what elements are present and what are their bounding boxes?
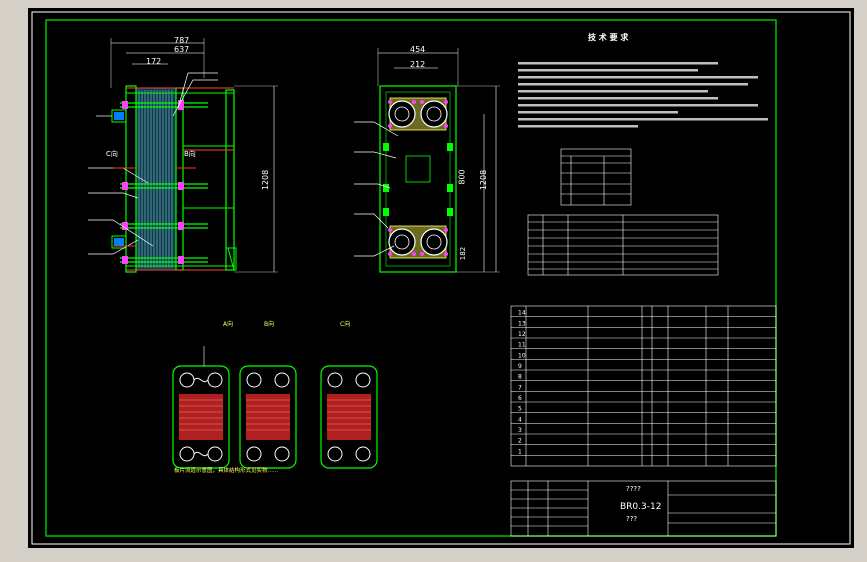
dim-height: 1208 <box>261 169 271 191</box>
dim-port-offset: 172 <box>146 57 162 66</box>
bom-row-number: 9 <box>518 363 522 370</box>
drawing-viewport[interactable]: 14 13 12 11 10 9 8 7 6 5 4 3 2 1 <box>28 8 854 548</box>
port-table <box>560 148 632 206</box>
bom-row-number: 5 <box>518 406 522 413</box>
bom-row-number: 6 <box>518 395 522 402</box>
bom-row-number: 10 <box>518 352 526 359</box>
side-elevation-view <box>88 38 278 273</box>
dim-port-spacing: 212 <box>410 60 426 69</box>
bom-row-number: 2 <box>518 438 522 445</box>
title-block-title: ???? <box>626 485 641 493</box>
dim-front-width: 454 <box>410 45 426 54</box>
view-label-c: C向 <box>106 150 118 158</box>
bom-table <box>510 305 777 467</box>
bom-row-number: 12 <box>518 331 526 338</box>
bom-row-number: 1 <box>518 448 522 455</box>
front-view <box>354 48 500 273</box>
drawing-canvas: 14 13 12 11 10 9 8 7 6 5 4 3 2 1 <box>31 11 851 545</box>
title-block-sub: ??? <box>626 515 638 523</box>
bom-row-number: 8 <box>518 374 522 381</box>
bom-row-number: 11 <box>518 342 526 349</box>
bom-row-number: 7 <box>518 384 522 391</box>
dim-frame-length: 637 <box>174 45 190 54</box>
bom-rows: 14 13 12 11 10 9 8 7 6 5 4 3 2 1 <box>511 310 776 456</box>
section-label-left: A向 <box>223 321 234 328</box>
plate-diagrams <box>172 346 378 469</box>
section-label-middle: B向 <box>264 321 275 328</box>
tech-requirements <box>518 56 768 128</box>
dim-base-offset: 182 <box>459 246 468 261</box>
dim-height-front: 1208 <box>479 169 489 191</box>
outer-frame <box>31 11 851 545</box>
title-block <box>510 480 777 537</box>
dim-overall-length: 787 <box>174 36 190 45</box>
drawing-border <box>45 19 777 537</box>
tech-title: 技 术 要 求 <box>588 33 629 42</box>
title-block-code: BR0.3-12 <box>620 502 662 512</box>
bom-row-number: 4 <box>518 416 522 423</box>
bom-row-number: 13 <box>518 320 526 327</box>
view-label-b: B向 <box>184 150 196 158</box>
dim-port-vertical: 800 <box>457 169 467 185</box>
bom-row-number: 14 <box>518 310 526 317</box>
parameter-table <box>527 214 719 276</box>
section-label-right: C向 <box>340 321 351 328</box>
plate-note: 板片流道示意图，具体结构形式见实物…… <box>174 468 279 474</box>
bom-row-number: 3 <box>518 427 522 434</box>
